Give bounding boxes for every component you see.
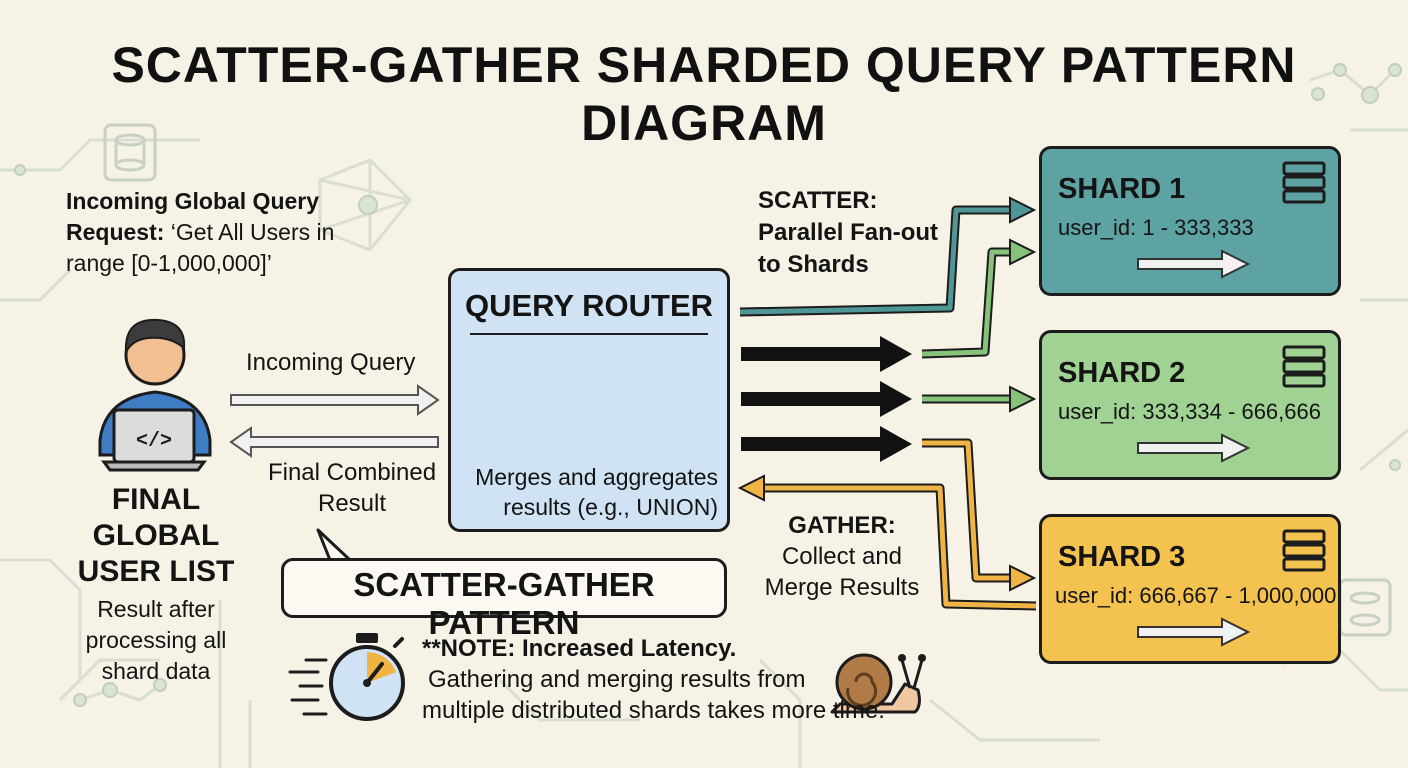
query-router-description: Merges and aggregates results (e.g., UNI… — [462, 462, 718, 522]
latency-note: **NOTE: Increased Latency. Gathering and… — [422, 633, 885, 726]
incoming-request-label: Request: — [66, 219, 165, 245]
shard-1-range: user_id: 1 - 333,333 — [1058, 215, 1254, 240]
query-router-box — [448, 268, 730, 532]
server-rack-icon — [1282, 161, 1326, 204]
final-user-list-title1: FINAL GLOBAL — [92, 483, 220, 552]
incoming-query-arrow — [230, 384, 440, 416]
gather-label: GATHER: Collect and Merge Results — [752, 510, 932, 603]
stopwatch-icon — [288, 633, 405, 721]
query-router-title: QUERY ROUTER — [464, 288, 714, 323]
shard-2-range: user_id: 333,334 - 666,666 — [1058, 399, 1321, 424]
latency-note-line2: multiple distributed shards takes more t… — [422, 697, 885, 724]
scatter-label: SCATTER: Parallel Fan-out to Shards — [758, 185, 938, 281]
shard-3-title: SHARD 3 — [1058, 541, 1186, 573]
snail-icon — [830, 653, 926, 714]
final-result-label: Final Combined Result — [260, 457, 444, 519]
laptop-icon — [101, 408, 207, 472]
query-router-desc-line2: results (e.g., UNION) — [503, 494, 718, 520]
final-user-list-desc1: Result after — [97, 596, 215, 622]
shard-1-box: SHARD 1 user_id: 1 - 333,333 — [1039, 146, 1341, 296]
shard-3-range: user_id: 666,667 - 1,000,000 — [1055, 583, 1337, 608]
final-user-list-title2: USER LIST — [77, 555, 235, 588]
pattern-bubble — [281, 558, 727, 618]
shard-2-title: SHARD 2 — [1058, 357, 1186, 389]
shard-3-arrow — [1137, 617, 1251, 647]
final-user-list-desc3: shard data — [101, 658, 211, 684]
server-rack-icon — [1282, 345, 1326, 388]
latency-note-title: **NOTE: Increased Latency. — [422, 635, 737, 662]
shard-1-title: SHARD 1 — [1058, 173, 1186, 205]
database-icon — [103, 123, 1392, 637]
pattern-label: SCATTER-GATHER PATTERN — [353, 566, 655, 641]
speech-bubble-tail — [316, 528, 352, 562]
final-user-list: FINAL GLOBAL USER LIST Result after proc… — [54, 482, 258, 687]
scatter-arrow-teal — [739, 196, 1037, 317]
incoming-request-text: Incoming Global Query Request: ‘Get All … — [66, 186, 366, 279]
code-glyph: </> — [136, 430, 172, 453]
circuit-nodes — [14, 63, 1402, 707]
incoming-request-range: range [0-1,000,000]’ — [66, 250, 272, 276]
scatter-arrow-green-1 — [921, 238, 1037, 359]
query-router-divider — [470, 333, 708, 335]
final-result-line2: Result — [317, 490, 387, 517]
gather-line3: Merge Results — [764, 574, 920, 601]
final-result-arrow — [229, 426, 439, 458]
circuit-background — [0, 68, 1408, 768]
gather-arrow-orange-2 — [737, 474, 1037, 611]
page-title: SCATTER-GATHER SHARDED QUERY PATTERN DIA… — [111, 37, 1297, 151]
shard-1-arrow — [1137, 249, 1251, 279]
incoming-request-line2: Request: ‘Get All Users in — [66, 217, 366, 248]
scatter-line3: to Shards — [758, 251, 869, 278]
server-rack-icon — [1282, 529, 1326, 572]
incoming-request-query: ‘Get All Users in — [170, 219, 335, 245]
gather-arrow-orange-1 — [922, 438, 1037, 592]
shard-2-box: SHARD 2 user_id: 333,334 - 666,666 — [1039, 330, 1341, 480]
latency-note-line1: Gathering and merging results from — [428, 666, 806, 693]
incoming-request-heading: Incoming Global Query — [66, 188, 320, 214]
gather-line2: Collect and — [781, 543, 903, 570]
scatter-arrow-green-2 — [922, 385, 1037, 413]
final-user-list-desc2: processing all — [85, 627, 227, 653]
query-router-desc-line1: Merges and aggregates — [475, 464, 718, 490]
scatter-line1: SCATTER: — [758, 187, 878, 214]
shard-2-arrow — [1137, 433, 1251, 463]
scatter-line2: Parallel Fan-out — [758, 219, 939, 246]
shard-3-box: SHARD 3 user_id: 666,667 - 1,000,000 — [1039, 514, 1341, 664]
fanout-arrows — [741, 336, 912, 462]
gather-line1: GATHER: — [788, 512, 896, 539]
incoming-query-label: Incoming Query — [246, 349, 416, 376]
final-result-line1: Final Combined — [267, 459, 437, 486]
